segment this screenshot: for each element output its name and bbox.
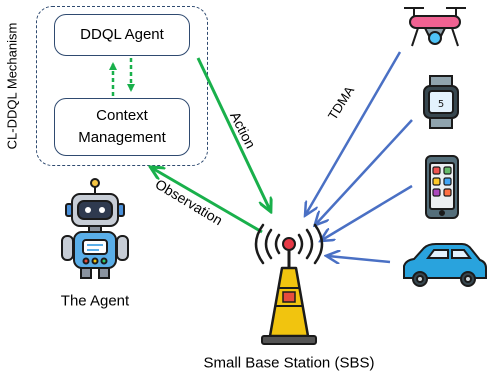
agent-context-dotted-arrows [109, 58, 135, 96]
robot-agent-icon [61, 178, 129, 279]
tdma-arrows [306, 51, 413, 262]
base-station-icon [254, 223, 324, 345]
ddql-agent-label: DDQL Agent [80, 26, 164, 43]
smartwatch-icon: 5 [423, 75, 459, 129]
agent-caption: The Agent [60, 292, 130, 310]
car-icon [403, 243, 487, 287]
context-label-line2: Management [78, 129, 166, 146]
action-arrow [196, 57, 270, 210]
svg-text:5: 5 [438, 99, 444, 110]
drone-icon [404, 7, 466, 47]
station-caption: Small Base Station (SBS) [203, 354, 375, 372]
context-management-box: Context Management [54, 98, 190, 156]
context-label-line1: Context [96, 107, 148, 124]
ddql-agent-box: DDQL Agent [54, 14, 190, 56]
smartphone-icon [425, 155, 459, 219]
cl-ddql-mechanism-container [36, 6, 208, 166]
observation-arrow [152, 168, 263, 234]
